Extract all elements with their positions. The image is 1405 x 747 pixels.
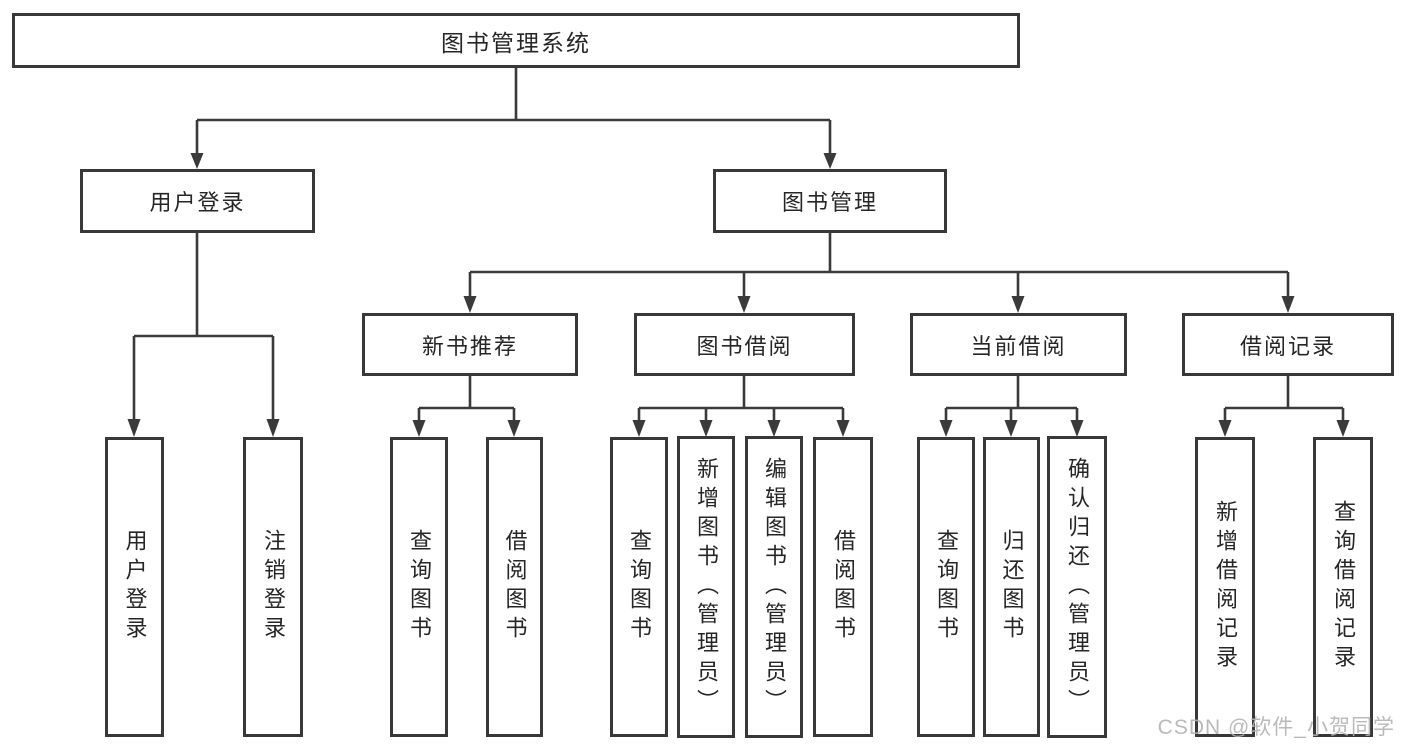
arrowhead [737,296,751,313]
node-root-system: 图书管理系统 [12,13,1020,68]
arrowhead [767,420,781,437]
node-logout-leaf: 注销登录 [243,437,303,737]
node-book-management-branch: 图书管理 [713,169,947,233]
node-bb-edit-books-leaf: 编辑图书（管理员） [745,436,803,738]
arrowhead [632,420,646,437]
node-cb-return-books-leaf: 归还图书 [983,437,1040,737]
connector-borrowrecords-to-children [1223,376,1345,421]
node-br-query-record-leaf: 查询借阅记录 [1313,437,1373,737]
connector-currentborrow-to-children [944,376,1079,421]
node-user-login-leaf: 用户登录 [105,437,164,737]
arrowhead [412,420,426,437]
node-nb-query-books-leaf: 查询图书 [390,437,448,737]
connector-root-to-level2 [195,68,832,153]
connector-bookborrow-to-children [637,376,845,421]
node-nb-borrow-books-leaf: 借阅图书 [486,437,543,737]
arrowhead [507,420,521,437]
arrowhead [190,153,204,169]
node-current-borrow-section: 当前借阅 [910,313,1127,376]
connector-userlogin-to-children [132,233,275,421]
connector-bookmgmt-to-level3 [468,233,1290,297]
node-user-login-branch: 用户登录 [80,169,315,233]
arrowhead [1218,420,1232,437]
arrowhead [836,420,850,437]
arrowhead [127,419,141,437]
node-cb-confirm-return-leaf: 确认归还（管理员） [1047,436,1107,738]
arrowhead [939,420,953,437]
node-bb-add-books-leaf: 新增图书（管理员） [677,436,735,738]
node-bb-borrow-books-leaf: 借阅图书 [813,437,873,737]
arrowhead [1070,420,1084,437]
arrowhead [1004,420,1018,437]
node-br-add-record-leaf: 新增借阅记录 [1195,437,1255,737]
connector-newbooks-to-children [417,376,516,421]
arrowhead [823,153,837,169]
node-borrow-records-section: 借阅记录 [1182,313,1394,376]
arrowhead [463,296,477,313]
arrowhead [1336,420,1350,437]
node-book-borrow-section: 图书借阅 [634,313,855,376]
arrowhead [1281,296,1295,313]
arrowhead [266,419,280,437]
node-cb-query-books-leaf: 查询图书 [917,437,975,737]
node-new-books-section: 新书推荐 [362,313,578,376]
arrowhead [1011,296,1025,313]
arrowhead [699,420,713,437]
node-bb-query-books-leaf: 查询图书 [610,437,668,737]
